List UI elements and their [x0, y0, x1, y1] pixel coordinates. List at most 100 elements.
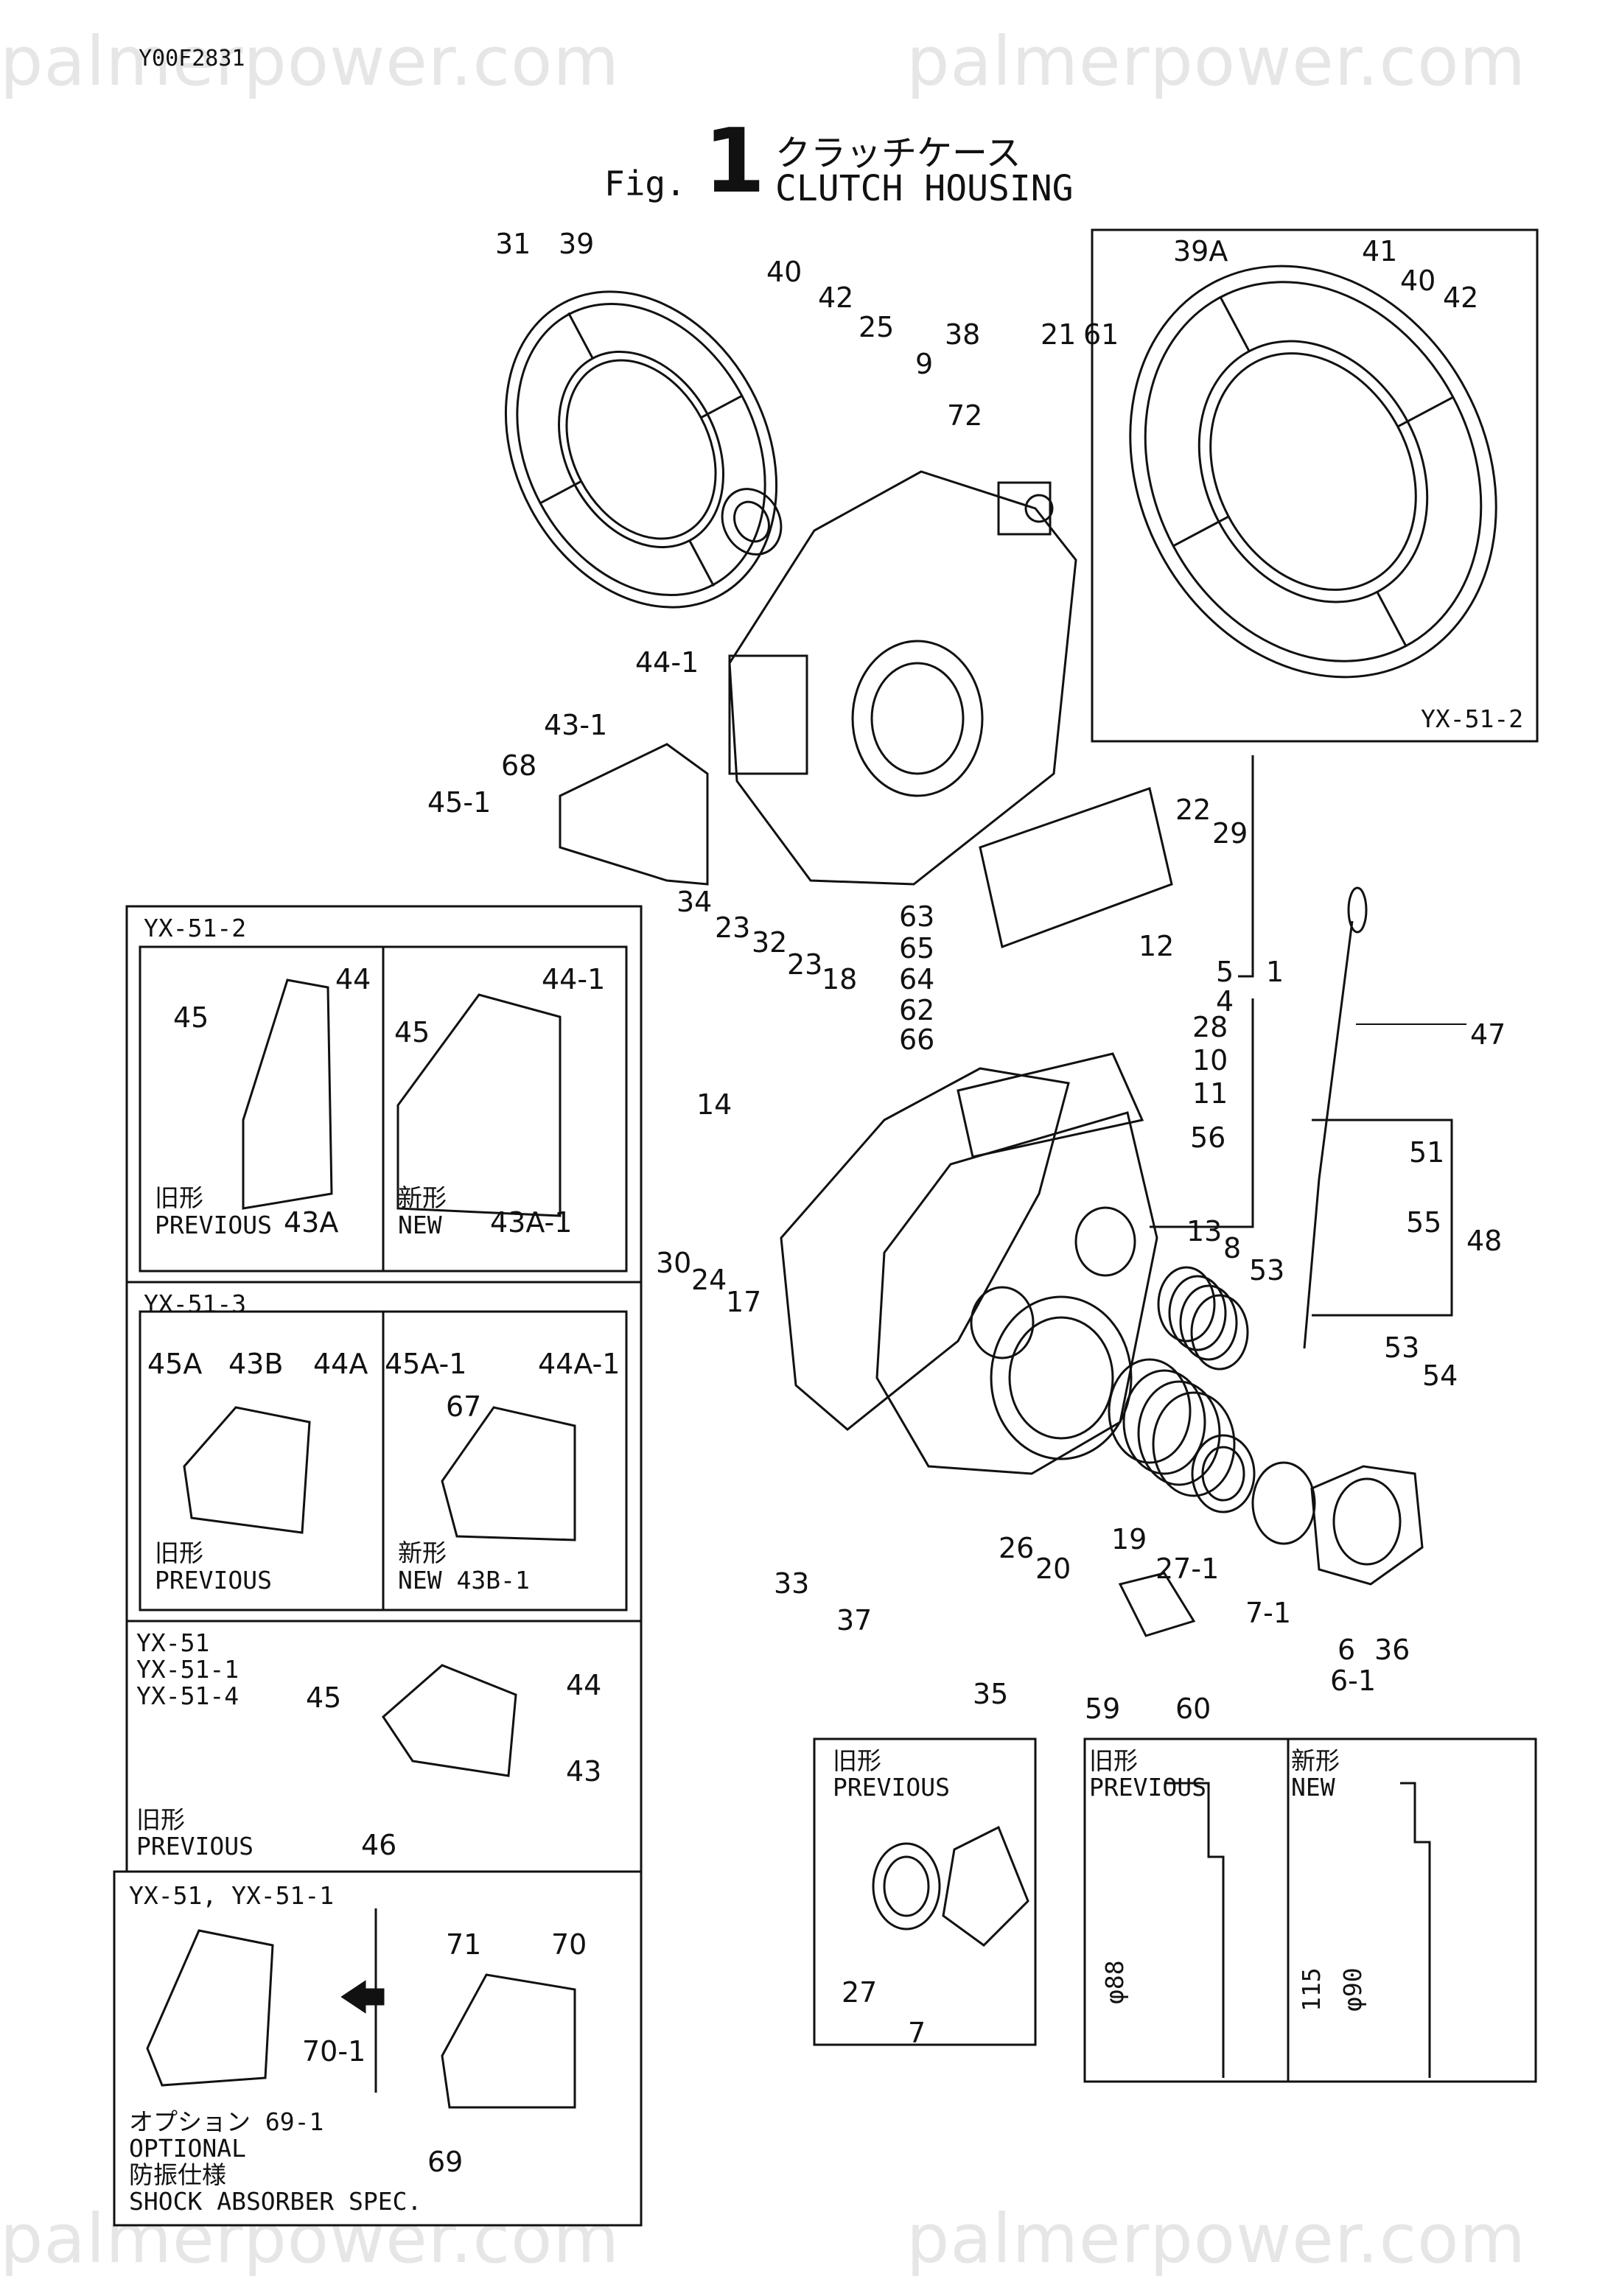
watermark-bottom-right: palmerpower.com — [906, 2199, 1527, 2278]
callout-21: 21 — [1041, 318, 1077, 351]
callout-7: 7 — [908, 2017, 926, 2049]
callout-43-1: 43-1 — [544, 709, 608, 741]
callout-7-1: 7-1 — [1245, 1597, 1292, 1629]
spring-pack-13 — [1157, 1266, 1249, 1371]
panel3-model-c: YX-51-4 — [136, 1681, 239, 1710]
bottom-right-new: NEW — [1291, 1773, 1335, 1802]
watermark-top-left: palmerpower.com — [0, 22, 620, 101]
cover-plate — [979, 787, 1173, 949]
callout-14: 14 — [696, 1088, 732, 1121]
callout-23b: 23 — [787, 948, 823, 981]
callout-44: 44 — [335, 963, 371, 995]
callout-66: 66 — [899, 1023, 935, 1056]
callout-40: 40 — [766, 256, 802, 288]
callout-59: 59 — [1085, 1693, 1121, 1725]
watermark-bottom-left: palmerpower.com — [0, 2199, 620, 2278]
callout-22: 22 — [1175, 794, 1211, 826]
panel1-new: NEW — [398, 1211, 442, 1239]
panel2-new: NEW 43B-1 — [398, 1566, 530, 1595]
callout-44A-1: 44A-1 — [538, 1348, 620, 1380]
callout-6: 6 — [1337, 1634, 1356, 1666]
dimension-phi-88: φ88 — [1100, 1960, 1129, 2004]
callout-39: 39 — [559, 228, 595, 260]
callout-56: 56 — [1190, 1121, 1226, 1154]
callout-72: 72 — [947, 399, 983, 432]
o-ring — [1251, 1461, 1316, 1545]
callout-12: 12 — [1139, 930, 1175, 962]
callout-34: 34 — [676, 886, 713, 918]
callout-69: 69 — [427, 2146, 464, 2178]
callout-45c: 45 — [306, 1681, 342, 1714]
inset-frame-top-right — [1091, 228, 1539, 743]
callout-42: 42 — [818, 281, 854, 314]
callout-62: 62 — [899, 994, 935, 1026]
panel1-model: YX-51-2 — [144, 914, 247, 942]
dimension-phi-90: φ90 — [1338, 1967, 1367, 2012]
panel3-model-a: YX-51 — [136, 1628, 210, 1657]
callout-40b: 40 — [1400, 265, 1436, 297]
panel2-prev: PREVIOUS — [155, 1566, 272, 1595]
oil-seal — [721, 488, 783, 556]
callout-29: 29 — [1212, 817, 1248, 850]
callout-35: 35 — [973, 1678, 1009, 1710]
spring-pack-19 — [1108, 1358, 1236, 1497]
bracket-43-1 — [559, 743, 709, 886]
callout-45: 45 — [173, 1001, 209, 1034]
panel4-optional: OPTIONAL — [129, 2134, 246, 2163]
bracket-43B-1 — [441, 1406, 576, 1541]
callout-11: 11 — [1192, 1077, 1228, 1110]
flange-ring-main — [504, 290, 778, 609]
dipstick — [1303, 920, 1354, 1349]
callout-42b: 42 — [1443, 281, 1479, 314]
bottom-inset-left — [813, 1737, 1037, 2046]
gasket-7 — [942, 1825, 1029, 1947]
bottom-inset-right — [1083, 1737, 1537, 2083]
callout-63: 63 — [899, 900, 935, 933]
panel1-prev-part: 43A — [284, 1206, 339, 1239]
callout-24: 24 — [691, 1264, 727, 1296]
bottom-right-prev: PREVIOUS — [1089, 1773, 1206, 1802]
panel2-new-jp: 新形 — [398, 1539, 447, 1567]
panel2-prev-jp: 旧形 — [155, 1539, 203, 1567]
callout-27: 27 — [842, 1976, 878, 2009]
callout-23: 23 — [715, 911, 751, 944]
panel2-model: YX-51-3 — [144, 1289, 247, 1318]
callout-46: 46 — [361, 1829, 397, 1861]
panel4-shock-jp: 防振仕様 — [129, 2160, 226, 2189]
panel4-optional-jp: オプション 69-1 — [129, 2107, 324, 2136]
callout-30: 30 — [656, 1247, 692, 1279]
inset-model-label: YX-51-2 — [1421, 704, 1524, 733]
callout-45A: 45A — [147, 1348, 203, 1380]
callout-51: 51 — [1409, 1136, 1445, 1169]
bracket-43 — [382, 1664, 517, 1777]
collar-27 — [872, 1842, 941, 1931]
callout-53b: 53 — [1384, 1331, 1420, 1364]
callout-31: 31 — [495, 228, 531, 260]
callout-38: 38 — [945, 318, 981, 351]
bottom-right-prev-jp: 旧形 — [1089, 1746, 1138, 1775]
panel4-shock: SHOCK ABSORBER SPEC. — [129, 2187, 422, 2216]
callout-71: 71 — [446, 1928, 482, 1961]
callout-65: 65 — [899, 932, 935, 965]
bottom-left-prev: PREVIOUS — [833, 1773, 950, 1802]
callout-60: 60 — [1175, 1693, 1211, 1725]
flange-ring-inset — [1129, 265, 1497, 679]
callout-4: 4 — [1216, 985, 1234, 1018]
dimension-115: 115 — [1297, 1967, 1326, 2012]
callout-37: 37 — [836, 1604, 873, 1637]
callout-45n: 45 — [394, 1016, 430, 1049]
panel3-model-b: YX-51-1 — [136, 1655, 239, 1684]
clutch-housing-upper — [728, 470, 1077, 886]
callout-18: 18 — [822, 963, 858, 995]
figure-word: Fig. — [604, 164, 686, 203]
panel3-prev: PREVIOUS — [136, 1832, 253, 1861]
callout-9: 9 — [915, 348, 934, 380]
callout-55: 55 — [1406, 1206, 1442, 1239]
panel1-new-part: 43A-1 — [490, 1206, 573, 1239]
panel3-prev-jp: 旧形 — [136, 1805, 185, 1834]
callout-36: 36 — [1374, 1634, 1410, 1666]
callout-64: 64 — [899, 963, 935, 995]
callout-26: 26 — [999, 1532, 1035, 1564]
callout-43c: 43 — [566, 1755, 602, 1788]
bracket-43A — [242, 979, 333, 1210]
